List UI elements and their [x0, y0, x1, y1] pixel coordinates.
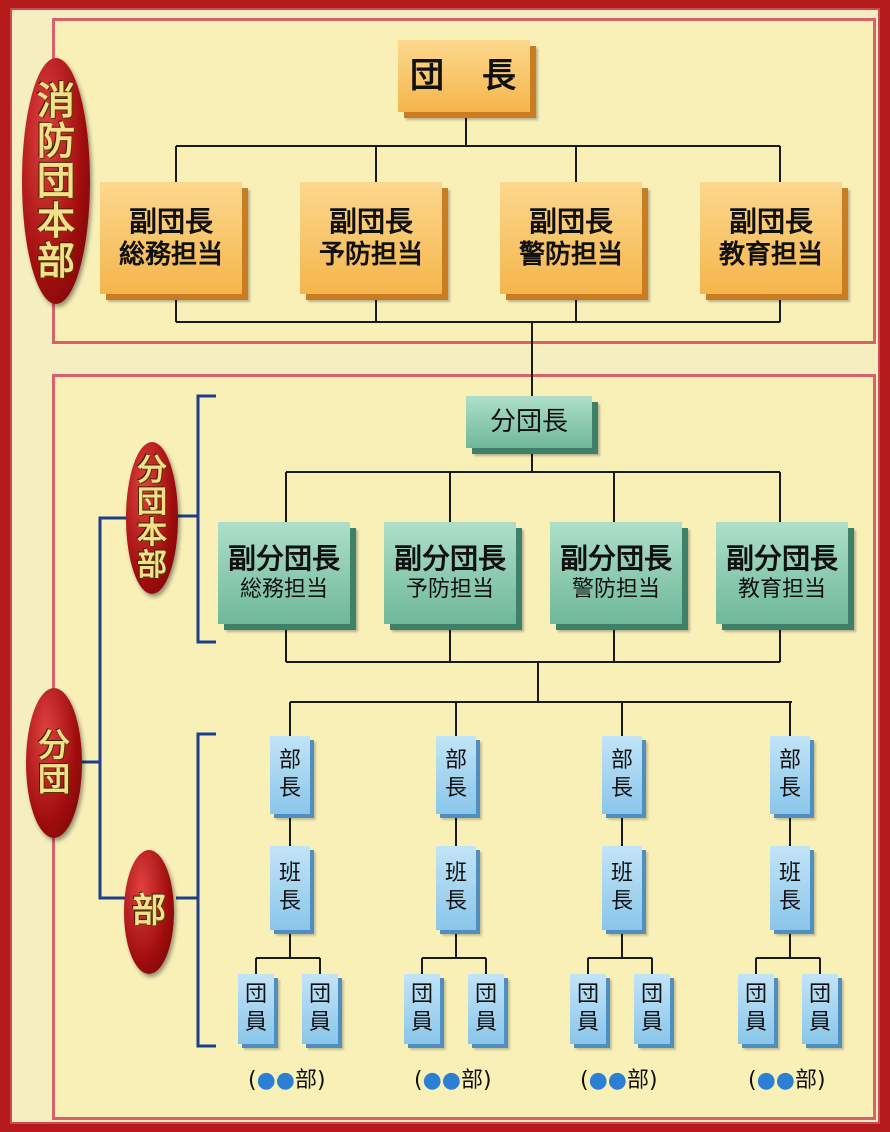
deputy-chief-box: 副団長 警防担当 [500, 182, 642, 294]
squad-leader-box-text: 班長 [279, 861, 302, 914]
deputy-chief-duty: 予防担当 [318, 240, 423, 270]
branch-chief-box: 分団長 [466, 396, 592, 448]
squad-leader-box: 班長 [270, 846, 310, 930]
deputy-branch-chief-title: 副分団長 [227, 542, 340, 575]
deputy-branch-chief-title: 副分団長 [559, 542, 672, 575]
branch-hq-label: 分団本部 [137, 453, 167, 583]
member-box: 団員 [404, 974, 440, 1044]
department-label-suffix: 部) [795, 1068, 826, 1093]
section-head-box-text: 部長 [445, 748, 468, 801]
chief-title: 団 長 [410, 56, 518, 96]
deputy-chief-duty: 総務担当 [118, 240, 223, 270]
deputy-branch-chief-title: 副分団長 [393, 542, 506, 575]
deputy-chief-box: 副団長 予防担当 [300, 182, 442, 294]
deputy-branch-chief-title: 副分団長 [725, 542, 838, 575]
deputy-chief-title: 副団長 [728, 205, 813, 238]
member-box: 団員 [302, 974, 338, 1044]
department-label: (●●部) [248, 1062, 326, 1094]
member-box-text: 団員 [745, 982, 768, 1035]
deputy-branch-chief-box: 副分団長 教育担当 [716, 522, 848, 624]
member-box-text: 団員 [577, 982, 600, 1035]
department-label-open: ( [580, 1068, 589, 1093]
department-label-suffix: 部) [295, 1068, 326, 1093]
department-label: (●●部) [748, 1062, 826, 1094]
deputy-branch-chief-duty: 総務担当 [239, 577, 328, 602]
squad-leader-box: 班長 [602, 846, 642, 930]
section-head-box: 部長 [602, 736, 642, 814]
deputy-chief-box: 副団長 総務担当 [100, 182, 242, 294]
section-head-box: 部長 [270, 736, 310, 814]
deputy-chief-title: 副団長 [328, 205, 413, 238]
branch-label-badge: 分団 [26, 688, 82, 838]
deputy-branch-chief-duty: 教育担当 [737, 577, 826, 602]
deputy-chief-duty: 警防担当 [518, 240, 623, 270]
deputy-chief-box: 副団長 教育担当 [700, 182, 842, 294]
section-label: 部 [132, 891, 166, 932]
section-label-badge: 部 [124, 850, 174, 974]
hq-label: 消防団本部 [37, 78, 76, 283]
department-label-open: ( [414, 1068, 423, 1093]
squad-leader-box-text: 班長 [779, 861, 802, 914]
member-box-text: 団員 [641, 982, 664, 1035]
deputy-branch-chief-box: 副分団長 警防担当 [550, 522, 682, 624]
branch-hq-label-badge: 分団本部 [126, 442, 178, 594]
department-placeholder-dots: ●● [588, 1068, 627, 1093]
member-box: 団員 [238, 974, 274, 1044]
department-label-suffix: 部) [461, 1068, 492, 1093]
department-label-open: ( [248, 1068, 257, 1093]
chief-box: 団 長 [398, 40, 530, 112]
deputy-chief-title: 副団長 [128, 205, 213, 238]
squad-leader-box-text: 班長 [445, 861, 468, 914]
section-head-box-text: 部長 [779, 748, 802, 801]
deputy-branch-chief-box: 副分団長 予防担当 [384, 522, 516, 624]
section-head-box-text: 部長 [279, 748, 302, 801]
section-head-box: 部長 [436, 736, 476, 814]
deputy-branch-chief-duty: 予防担当 [405, 577, 494, 602]
deputy-branch-chief-box: 副分団長 総務担当 [218, 522, 350, 624]
section-head-box-text: 部長 [611, 748, 634, 801]
department-placeholder-dots: ●● [422, 1068, 461, 1093]
deputy-branch-chief-duty: 警防担当 [571, 577, 660, 602]
department-label-suffix: 部) [627, 1068, 658, 1093]
member-box: 団員 [468, 974, 504, 1044]
member-box-text: 団員 [309, 982, 332, 1035]
member-box-text: 団員 [475, 982, 498, 1035]
member-box-text: 団員 [411, 982, 434, 1035]
squad-leader-box-text: 班長 [611, 861, 634, 914]
department-label: (●●部) [580, 1062, 658, 1094]
deputy-chief-title: 副団長 [528, 205, 613, 238]
squad-leader-box: 班長 [770, 846, 810, 930]
deputy-chief-duty: 教育担当 [718, 240, 823, 270]
department-placeholder-dots: ●● [256, 1068, 295, 1093]
section-head-box: 部長 [770, 736, 810, 814]
member-box-text: 団員 [245, 982, 268, 1035]
member-box-text: 団員 [809, 982, 832, 1035]
squad-leader-box: 班長 [436, 846, 476, 930]
hq-label-badge: 消防団本部 [22, 58, 90, 304]
department-label: (●●部) [414, 1062, 492, 1094]
member-box: 団員 [802, 974, 838, 1044]
branch-label: 分団 [38, 726, 71, 798]
member-box: 団員 [634, 974, 670, 1044]
branch-chief-title: 分団長 [489, 407, 568, 437]
member-box: 団員 [570, 974, 606, 1044]
department-label-open: ( [748, 1068, 757, 1093]
member-box: 団員 [738, 974, 774, 1044]
department-placeholder-dots: ●● [756, 1068, 795, 1093]
